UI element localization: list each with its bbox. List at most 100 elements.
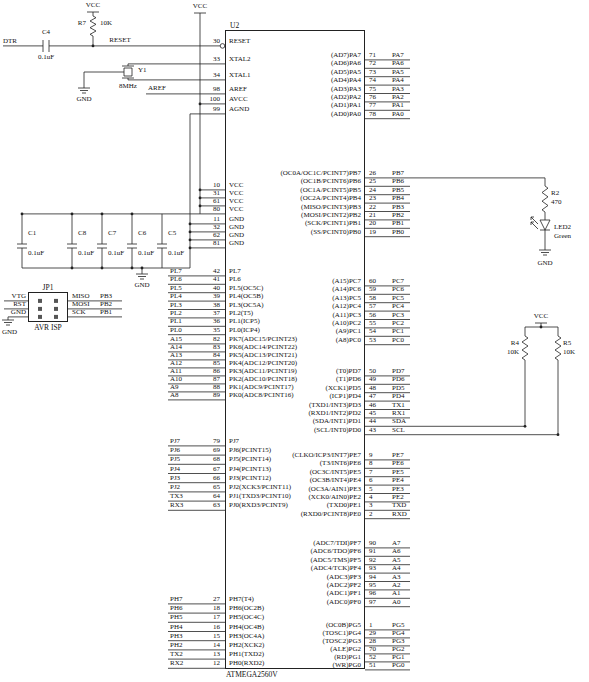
pin-number: 17 — [213, 614, 220, 621]
net-label: PD5 — [392, 385, 404, 392]
pin-name: (AD5)PA5 — [331, 69, 361, 76]
pin-name: (SS/PCINT0)PB0 — [311, 229, 361, 236]
wire — [365, 118, 410, 119]
pin-name: (A12)PC4 — [332, 303, 361, 310]
net-label: A7 — [392, 540, 401, 547]
pin-number: 64 — [213, 493, 220, 500]
pin-number: 74 — [369, 77, 376, 84]
wire — [190, 247, 225, 248]
pin-name: PK0(ADC8/PCINT16) — [229, 392, 294, 399]
ground-symbol — [4, 322, 12, 323]
junction-dot — [199, 189, 202, 192]
reference-designator: U2 — [230, 22, 239, 30]
net-label: PB7 — [392, 170, 404, 177]
part-name: C7 — [108, 230, 116, 237]
pin-number: 51 — [369, 662, 376, 669]
net-label: PC2 — [392, 320, 404, 327]
pin-name: VCC — [229, 198, 243, 205]
net-label: A9 — [170, 384, 179, 391]
wire — [3, 45, 43, 46]
pin-name: (SCL/INT0)PD0 — [314, 427, 361, 434]
wire — [200, 197, 225, 198]
pin-name: MOSI — [72, 301, 90, 308]
pin-name: PJ6(PCINT15) — [229, 447, 271, 454]
wire — [200, 189, 225, 190]
junction-dot — [101, 213, 104, 216]
ground-symbol — [138, 276, 146, 277]
reference-designator: JP1 — [43, 284, 54, 292]
net-label: RXD — [392, 511, 407, 518]
net-label: PL2 — [170, 310, 182, 317]
pin-number: 29 — [369, 630, 376, 637]
net-label: PB4 — [392, 195, 404, 202]
wire — [84, 72, 124, 88]
net-label: PA7 — [392, 52, 404, 59]
net-label: A8 — [170, 392, 179, 399]
pin-name: PL5(OC5C) — [229, 285, 263, 292]
pin-name: PJ5(PCINT14) — [229, 456, 271, 463]
wire — [525, 327, 526, 336]
pin-number: 30 — [213, 38, 220, 45]
pin-name: AGND — [229, 106, 249, 113]
part-value: 0.1uF — [28, 250, 44, 257]
pin-number: 45 — [369, 410, 376, 417]
net-label: TX1 — [392, 402, 405, 409]
pin-number: 96 — [369, 590, 376, 597]
net-label: DTR — [3, 38, 17, 45]
wire — [365, 236, 410, 237]
pin-number: 49 — [369, 376, 376, 383]
pin-number: 41 — [213, 276, 220, 283]
junction-dot — [199, 103, 202, 106]
pin-number: 85 — [213, 360, 220, 367]
pin-name: (A9)PC1 — [336, 328, 361, 335]
pin-number: 4 — [369, 494, 373, 501]
pin-number: 90 — [369, 540, 376, 547]
pin-name: (A11)PC3 — [332, 312, 361, 319]
pin-name: PJ0(RXD3/PCINT9) — [229, 502, 288, 509]
pin-number: 62 — [213, 232, 220, 239]
pin-name: (MOSI/PCINT2)PB2 — [301, 212, 361, 219]
pin-number: 53 — [369, 337, 376, 344]
pin-name: PK5(ADC13/PCINT21) — [229, 352, 297, 359]
pin-name: PH3(OC4A) — [229, 633, 264, 640]
net-label: PA2 — [392, 94, 404, 101]
pin-name: (OC2A/PCINT4)PB4 — [300, 195, 361, 202]
net-label: A5 — [392, 557, 401, 564]
pin-name: PH1(TXD2) — [229, 651, 264, 658]
net-label: PB6 — [392, 178, 404, 185]
pin-number: 3 — [369, 502, 373, 509]
pin-name: GND — [229, 224, 244, 231]
net-label: PJ2 — [170, 484, 180, 491]
pin-name: PL6 — [229, 276, 241, 283]
pin-number: 76 — [369, 94, 376, 101]
crystal-symbol — [122, 66, 134, 67]
net-label: PG3 — [392, 638, 404, 645]
net-label: PC1 — [392, 328, 404, 335]
pin-name: (ADC4/TCK)PF4 — [311, 565, 361, 572]
pin-name: GND — [229, 216, 244, 223]
net-label: A13 — [170, 352, 182, 359]
pin-number: 67 — [213, 466, 220, 473]
wire — [22, 214, 23, 244]
pin-name: (A14)PC6 — [332, 286, 361, 293]
pin-name: RST — [13, 301, 26, 308]
pin-name: (SCK/PCINT1)PB1 — [305, 220, 361, 227]
pin-number: 92 — [369, 557, 376, 564]
net-label: PC4 — [392, 303, 404, 310]
pin-name: (XCK1)PD5 — [326, 385, 361, 392]
part-name: C5 — [168, 230, 176, 237]
led-symbol — [531, 222, 538, 229]
net-label: A6 — [392, 548, 401, 555]
pin-number: 27 — [213, 596, 220, 603]
net-label: PD6 — [392, 376, 404, 383]
net-label: PL5 — [170, 285, 182, 292]
part-name: R5 — [563, 340, 571, 347]
pin-name: PL1(ICP5) — [229, 318, 260, 325]
pin-number: 80 — [213, 206, 220, 213]
wire — [8, 316, 28, 317]
pin-number: 42 — [213, 268, 220, 275]
pin-number: 21 — [369, 212, 376, 219]
pin-number: 63 — [213, 502, 220, 509]
pin-number: 100 — [210, 96, 221, 103]
pin-number: 66 — [213, 475, 220, 482]
